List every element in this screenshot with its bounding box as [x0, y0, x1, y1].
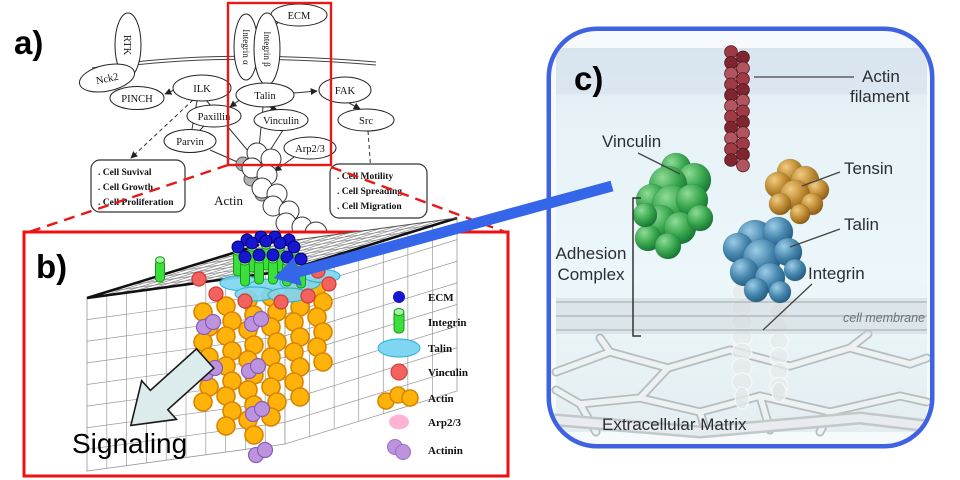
legend-vinculin-label: Vinculin	[428, 367, 468, 379]
node-talin: Talin	[235, 82, 295, 108]
signaling-label: Signaling	[72, 428, 187, 459]
svg-text:. Cell Motility: . Cell Motility	[337, 172, 393, 182]
label-cell-membrane: cell membrane	[843, 311, 925, 325]
svg-text:PINCH: PINCH	[121, 94, 153, 105]
svg-text:. Cell Spreading: . Cell Spreading	[337, 187, 402, 197]
svg-text:Paxillin: Paxillin	[198, 112, 231, 123]
panel-c-letter: c)	[574, 60, 603, 97]
zoom-arrow-blue	[274, 180, 614, 286]
svg-text:. Cell Proliferation: . Cell Proliferation	[98, 198, 174, 208]
svg-text:Parvin: Parvin	[176, 137, 204, 148]
svg-text:Vinculin: Vinculin	[263, 116, 300, 127]
adhesion-complex-bracket	[632, 197, 641, 337]
outcome-box-left: . Cell Suvival . Cell Growth . Cell Prol…	[90, 159, 186, 213]
panel-c-scene	[551, 31, 930, 444]
lone-integrin	[155, 256, 165, 283]
panel-b-cluster-diagram: b)	[22, 216, 510, 478]
panel-b-legend: ECM Integrin Talin Vinculin Actin Arp2/3…	[377, 291, 468, 460]
node-src: Src	[337, 108, 395, 132]
legend-actin-icon	[377, 386, 419, 410]
legend-arp23-label: Arp2/3	[428, 417, 462, 429]
vinculin-blob	[632, 152, 714, 260]
svg-text:FAK: FAK	[335, 86, 356, 97]
legend-actinin-label: Actinin	[428, 445, 463, 457]
label-integrin: Integrin	[808, 264, 865, 283]
signaling-arrow	[129, 347, 215, 427]
node-parvin: Parvin	[163, 129, 217, 153]
svg-text:RTK: RTK	[121, 35, 132, 56]
node-integrin-alpha: Integrin α	[233, 13, 259, 81]
tensin-blob	[764, 158, 830, 225]
svg-text:ILK: ILK	[193, 84, 211, 95]
node-pinch: PINCH	[109, 86, 165, 110]
legend-actin-label: Actin	[428, 393, 454, 405]
actin-filament-render	[724, 45, 750, 173]
label-tensin: Tensin	[844, 159, 893, 178]
legend-integrin-icon	[393, 308, 405, 334]
actin-label: Actin	[214, 193, 243, 208]
label-talin: Talin	[844, 215, 879, 234]
node-paxillin: Paxillin	[186, 104, 242, 128]
label-adhesion-2: Complex	[557, 265, 625, 284]
legend-actinin-icon	[387, 439, 411, 460]
legend-talin-label: Talin	[428, 343, 452, 355]
svg-text:. Cell Migration: . Cell Migration	[337, 202, 402, 212]
network-nodes: RTK Nck2 PINCH ILK Paxillin Parvin	[78, 3, 395, 160]
node-vinculin: Vinculin	[253, 109, 309, 131]
label-adhesion-1: Adhesion	[556, 244, 627, 263]
svg-text:Integrin β: Integrin β	[262, 31, 272, 67]
label-vinculin: Vinculin	[602, 132, 661, 151]
svg-text:Nck2: Nck2	[95, 72, 120, 87]
legend-talin-icon	[377, 338, 421, 358]
outcome-box-right: . Cell Motility . Cell Spreading . Cell …	[329, 163, 428, 219]
node-ilk: ILK	[172, 74, 232, 102]
panel-a-letter: a)	[14, 24, 43, 61]
panel-b-letter: b)	[36, 248, 67, 285]
legend-arp23-icon	[389, 414, 409, 430]
talin-blob	[722, 216, 807, 304]
legend-vinculin-icon	[390, 363, 408, 381]
svg-text:. Cell Suvival: . Cell Suvival	[98, 168, 152, 178]
label-extracellular-matrix: Extracellular Matrix	[602, 415, 747, 434]
node-integrin-beta: Integrin β	[253, 12, 281, 86]
node-fak: FAK	[318, 76, 372, 104]
svg-text:Talin: Talin	[254, 91, 276, 102]
panel-c-render: c) Actin filament Vinculin Tensin Talin …	[546, 26, 935, 449]
svg-text:Arp2/3: Arp2/3	[295, 144, 325, 155]
legend-integrin-label: Integrin	[428, 317, 467, 329]
node-nck2: Nck2	[78, 63, 136, 93]
legend-ecm-label: ECM	[428, 292, 454, 304]
label-actin-filament-2: filament	[850, 87, 910, 106]
svg-text:Src: Src	[359, 116, 373, 127]
cell-membrane-band	[556, 298, 927, 334]
ecm-mesh	[551, 329, 930, 439]
label-actin-filament-1: Actin	[862, 67, 900, 86]
panel-a-network-diagram: a)	[14, 1, 428, 245]
node-arp23: Arp2/3	[283, 136, 337, 160]
svg-text:ECM: ECM	[288, 11, 311, 22]
svg-text:Integrin α: Integrin α	[241, 29, 251, 65]
svg-text:. Cell Growth: . Cell Growth	[98, 183, 154, 193]
legend-ecm-icon	[393, 291, 405, 303]
zoom-highlight-rect	[226, 1, 333, 167]
panel-c-leader-lines	[637, 76, 854, 331]
node-ecm: ECM	[270, 3, 328, 27]
